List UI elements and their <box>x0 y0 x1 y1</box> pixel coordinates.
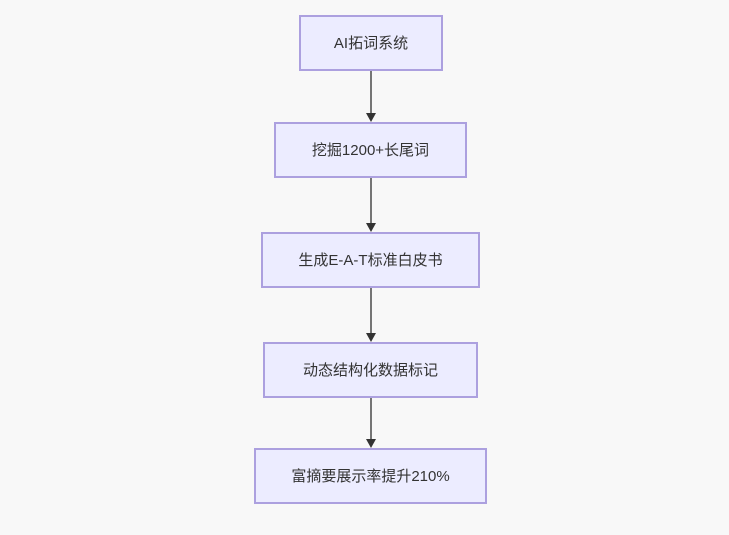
edge-arrow-2 <box>364 178 377 232</box>
edge-arrow-3 <box>364 288 377 342</box>
flowchart-node-rich-snippet-rate: 富摘要展示率提升210% <box>254 448 487 504</box>
flowchart-node-ai-keyword-system: AI拓词系统 <box>299 15 443 71</box>
flowchart-node-structured-data-markup: 动态结构化数据标记 <box>263 342 478 398</box>
flowchart-node-eat-whitepaper: 生成E-A-T标准白皮书 <box>261 232 480 288</box>
arrow-line <box>369 288 372 337</box>
edge-arrow-1 <box>364 71 377 122</box>
arrow-line <box>369 178 372 227</box>
flowchart-node-longtail-mining: 挖掘1200+长尾词 <box>274 122 467 178</box>
arrow-line <box>369 71 372 117</box>
node-label: AI拓词系统 <box>333 34 409 52</box>
arrowhead-icon <box>365 113 376 122</box>
node-label: 动态结构化数据标记 <box>302 361 438 379</box>
node-label: 生成E-A-T标准白皮书 <box>298 251 443 269</box>
node-label: 挖掘1200+长尾词 <box>311 141 430 159</box>
arrowhead-icon <box>365 333 376 342</box>
arrowhead-icon <box>365 439 376 448</box>
edge-arrow-4 <box>364 398 377 448</box>
arrow-line <box>369 398 372 443</box>
node-label: 富摘要展示率提升210% <box>291 467 450 485</box>
arrowhead-icon <box>365 223 376 232</box>
